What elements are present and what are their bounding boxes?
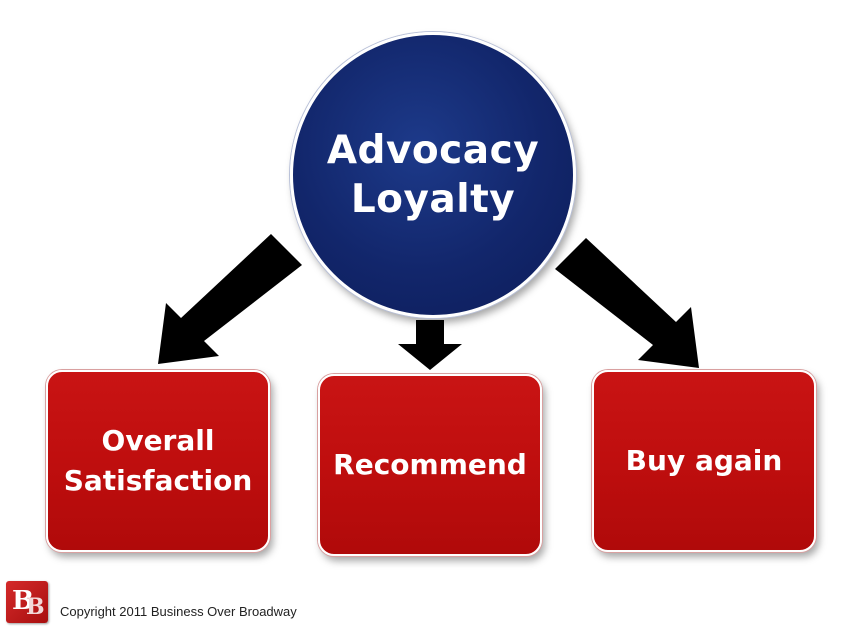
copyright-text: Copyright 2011 Business Over Broadway bbox=[60, 603, 297, 619]
node-overall-satisfaction-line-2: Satisfaction bbox=[63, 464, 253, 497]
node-recommend: Recommend bbox=[318, 374, 542, 556]
footer: B B Copyright 2011 Business Over Broadwa… bbox=[6, 580, 297, 624]
node-overall-satisfaction: Overall Satisfaction bbox=[46, 370, 270, 552]
node-buy-again: Buy again bbox=[592, 370, 816, 552]
center-node-advocacy-loyalty: Advocacy Loyalty bbox=[290, 32, 576, 318]
arrow-down-right-icon bbox=[555, 238, 699, 368]
node-overall-satisfaction-line-1: Overall bbox=[101, 424, 215, 457]
node-buy-again-label: Buy again bbox=[625, 444, 783, 477]
business-over-broadway-logo: B B bbox=[6, 581, 48, 623]
arrow-down-icon bbox=[398, 320, 462, 370]
center-node-line-2: Loyalty bbox=[350, 177, 516, 222]
node-recommend-label: Recommend bbox=[333, 448, 527, 481]
arrow-down-left-icon bbox=[158, 234, 302, 364]
center-node-line-1: Advocacy bbox=[326, 128, 540, 173]
